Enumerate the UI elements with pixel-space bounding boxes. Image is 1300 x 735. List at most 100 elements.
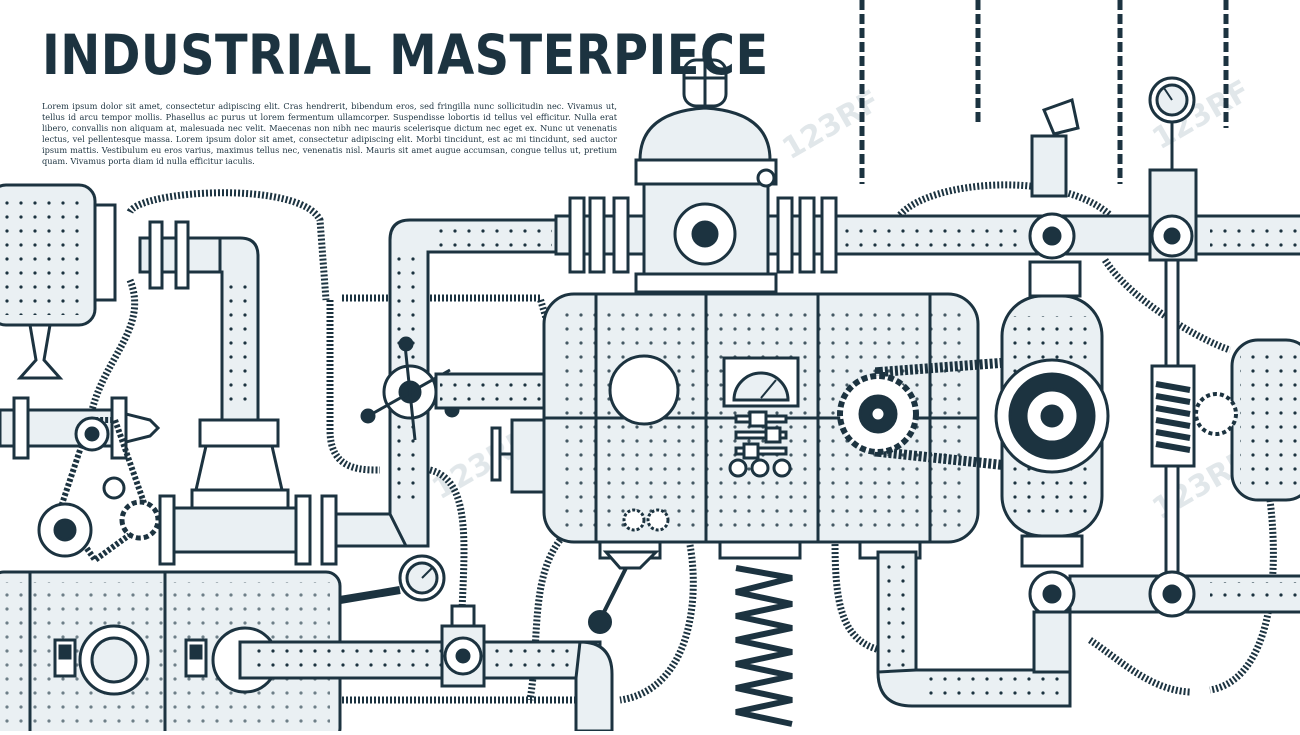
- rod: [1164, 258, 1180, 372]
- tank-cap: [1030, 134, 1068, 198]
- status-lamp: [756, 168, 776, 188]
- lever-mount: [602, 550, 660, 570]
- valve-knob: [360, 408, 376, 424]
- spring-coil: [735, 565, 793, 727]
- valve-hub: [1042, 584, 1062, 604]
- valve-base: [190, 488, 290, 510]
- right-tank: [994, 134, 1110, 568]
- chains: [859, 0, 1229, 184]
- bottom-pipe-loop: [876, 550, 1072, 708]
- dome-band: [634, 158, 778, 186]
- gauge-needle: [1163, 87, 1173, 101]
- switch-toggle: [58, 644, 72, 660]
- left-pipe-system: [0, 218, 562, 566]
- flange: [148, 220, 164, 290]
- hose: [831, 539, 881, 654]
- pipe-rivets: [920, 676, 1060, 700]
- hose: [619, 544, 697, 704]
- dome: [638, 106, 772, 162]
- pulley-hub: [53, 518, 77, 542]
- flange: [588, 196, 606, 274]
- flange: [12, 396, 30, 460]
- valve-cone: [194, 444, 284, 492]
- tank-stand: [16, 323, 64, 380]
- slider-knob: [742, 442, 760, 460]
- flange: [776, 196, 794, 274]
- gauge-needle: [760, 379, 777, 399]
- pipe-segment: [1032, 610, 1072, 674]
- pulley-hub: [84, 426, 100, 442]
- hose: [86, 278, 139, 421]
- valve-body: [198, 418, 280, 448]
- control-box: [542, 292, 980, 560]
- valve-hub: [455, 648, 471, 664]
- flange: [294, 494, 312, 566]
- slider-knob: [764, 426, 782, 444]
- gear-icon: [622, 508, 646, 532]
- valve-knob: [398, 336, 414, 352]
- flange: [174, 220, 190, 290]
- flange: [798, 196, 816, 274]
- page-title: INDUSTRIAL MASTERPIECE: [42, 23, 769, 87]
- pipe-rivets: [884, 560, 910, 670]
- pipe-rivets: [226, 280, 254, 410]
- valve-bottom: [440, 604, 486, 688]
- light-lever: [1042, 98, 1080, 136]
- pulley: [102, 476, 126, 500]
- right-column: [1028, 76, 1300, 618]
- dial-knob: [750, 458, 770, 478]
- gear-icon: [119, 499, 161, 541]
- flange: [158, 494, 176, 566]
- flange: [820, 196, 838, 274]
- gear-icon: [1194, 392, 1238, 436]
- hose: [326, 300, 381, 474]
- valve-hub: [1162, 584, 1182, 604]
- lever-icon: [588, 550, 660, 634]
- flange: [568, 196, 586, 274]
- slider: [734, 430, 788, 440]
- gauge-icon: [732, 371, 790, 402]
- pipe-rivets: [250, 648, 590, 672]
- lever-knob: [588, 610, 612, 634]
- valve-spoke: [403, 344, 417, 441]
- hose: [342, 294, 550, 320]
- tank-flange: [93, 203, 117, 302]
- gauge-needle: [421, 567, 433, 579]
- pipe-segment: [166, 506, 310, 554]
- flange: [612, 196, 630, 274]
- drive-belt: [56, 417, 154, 565]
- chamber-base: [634, 272, 778, 294]
- valve-hub: [691, 220, 719, 248]
- hose: [1088, 637, 1191, 696]
- left-tank: [0, 183, 117, 380]
- rod: [1164, 464, 1180, 578]
- gear-center: [869, 405, 887, 423]
- pipe-rivets: [842, 222, 1022, 248]
- hose: [1209, 499, 1277, 694]
- porthole-icon: [608, 354, 680, 426]
- tank-base: [1020, 534, 1084, 568]
- pipe-rivets: [1210, 582, 1300, 606]
- tank-neck: [1028, 260, 1082, 298]
- valve-body: [510, 418, 546, 494]
- pipe-cap: [124, 412, 161, 444]
- hose: [526, 537, 563, 701]
- gear-icon: [646, 508, 670, 532]
- dial-knob: [728, 458, 748, 478]
- spring-icon: [1155, 381, 1191, 453]
- bottom-left-cabinet: [0, 570, 614, 735]
- valve-hub: [1042, 226, 1062, 246]
- valve-cap: [450, 604, 476, 628]
- hose: [428, 466, 468, 611]
- top-center-chamber: [634, 58, 778, 294]
- porthole-inner: [90, 636, 138, 684]
- tank-rivets: [0, 195, 88, 315]
- hose: [1102, 258, 1232, 354]
- lever-arm: [598, 559, 632, 621]
- slider: [734, 446, 788, 456]
- valve-wheel-icon: [490, 426, 502, 482]
- gauge-stem: [339, 586, 401, 604]
- pipe-rivets: [432, 226, 552, 248]
- dial-knob: [772, 458, 792, 478]
